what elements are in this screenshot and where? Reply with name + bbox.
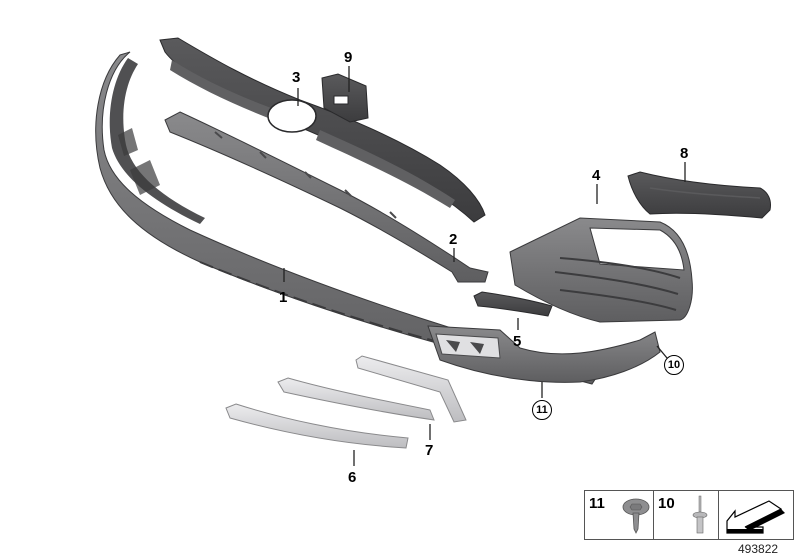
fastener-legend: 11 10 (584, 490, 794, 540)
part-2-center-trim-strip (164, 111, 489, 283)
callout-2[interactable]: 2 (449, 231, 458, 248)
legend-item-label: 10 (658, 495, 675, 512)
blind-rivet-icon (692, 495, 708, 534)
callout-9[interactable]: 9 (344, 49, 353, 66)
part-5-trim-insert (473, 291, 553, 317)
callout-4[interactable]: 4 (592, 167, 601, 184)
part-7-trim-moulding (277, 355, 467, 423)
callout-7[interactable]: 7 (425, 442, 434, 459)
legend-item-direction[interactable] (719, 491, 793, 539)
callout-10[interactable]: 10 (664, 355, 684, 375)
callout-6[interactable]: 6 (348, 469, 357, 486)
leader-10 (656, 345, 668, 359)
legend-item-screw[interactable]: 11 (585, 491, 654, 539)
part-3-upper-grille (159, 37, 486, 223)
diagram-id: 493822 (738, 542, 779, 556)
legend-item-label: 11 (589, 495, 605, 512)
callout-3[interactable]: 3 (292, 69, 301, 86)
callout-5[interactable]: 5 (513, 333, 522, 350)
part-8-air-duct (627, 171, 771, 219)
legend-item-rivet[interactable]: 10 (654, 491, 719, 539)
part-4-side-intake-grille (509, 217, 693, 323)
callout-1[interactable]: 1 (279, 289, 288, 306)
callout-11[interactable]: 11 (532, 400, 552, 420)
part-9-sensor-bracket (321, 73, 369, 123)
part-6-lower-moulding (225, 403, 409, 449)
callout-8[interactable]: 8 (680, 145, 689, 162)
hex-washer-screw-icon (622, 498, 650, 534)
direction-arrow-icon (726, 500, 785, 534)
part-lower-spoiler (427, 325, 661, 383)
